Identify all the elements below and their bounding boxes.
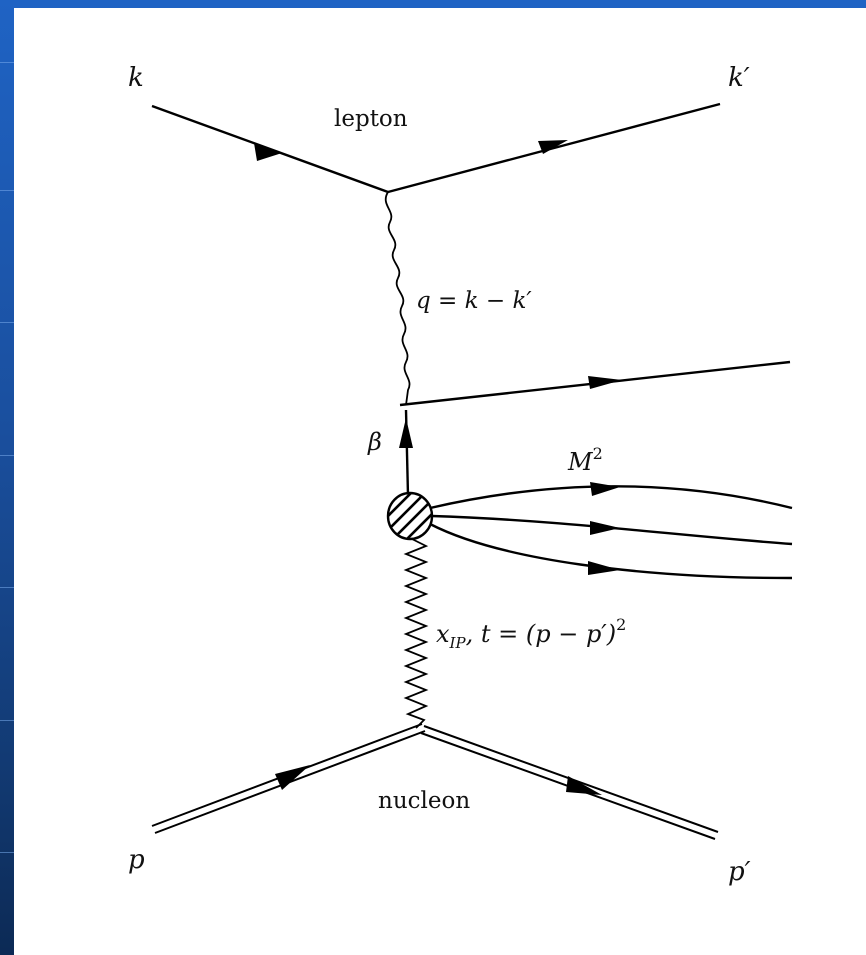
label-k: k xyxy=(128,63,144,93)
label-mass-squared: M2 xyxy=(567,444,603,476)
label-beta: β xyxy=(367,428,382,456)
label-lepton: lepton xyxy=(334,106,408,132)
beta-parton-line xyxy=(399,409,413,497)
pomeron-line xyxy=(403,538,429,729)
incoming-nucleon-line xyxy=(151,723,426,834)
label-pomeron-subscript: IP xyxy=(449,634,467,652)
outgoing-lepton-line xyxy=(387,102,721,194)
label-mass: M xyxy=(567,448,594,476)
label-pomeron: xIP, t = (p − p′)2 xyxy=(436,615,626,652)
hadronic-final-state xyxy=(429,482,793,580)
label-pomeron-t: , t = (p − p′) xyxy=(466,620,617,648)
label-p-prime: p′ xyxy=(728,857,751,887)
slide-left-stripes xyxy=(0,0,14,955)
label-k-prime: k′ xyxy=(728,63,750,93)
incoming-lepton-line xyxy=(151,104,389,194)
label-pomeron-x: x xyxy=(436,620,450,648)
label-photon-momentum: q = k − k′ xyxy=(416,288,532,314)
label-pomeron-exponent: 2 xyxy=(616,615,626,634)
outgoing-quark-line xyxy=(399,360,791,407)
feynman-diagram: k k′ lepton q = k − k′ β M2 xIP, t = (p … xyxy=(128,63,793,887)
outgoing-nucleon-line xyxy=(420,725,719,840)
label-nucleon: nucleon xyxy=(378,788,470,814)
label-mass-exponent: 2 xyxy=(593,444,603,463)
diagram-panel: k k′ lepton q = k − k′ β M2 xIP, t = (p … xyxy=(14,8,866,955)
label-p: p xyxy=(128,845,145,875)
virtual-photon-line xyxy=(384,191,411,406)
